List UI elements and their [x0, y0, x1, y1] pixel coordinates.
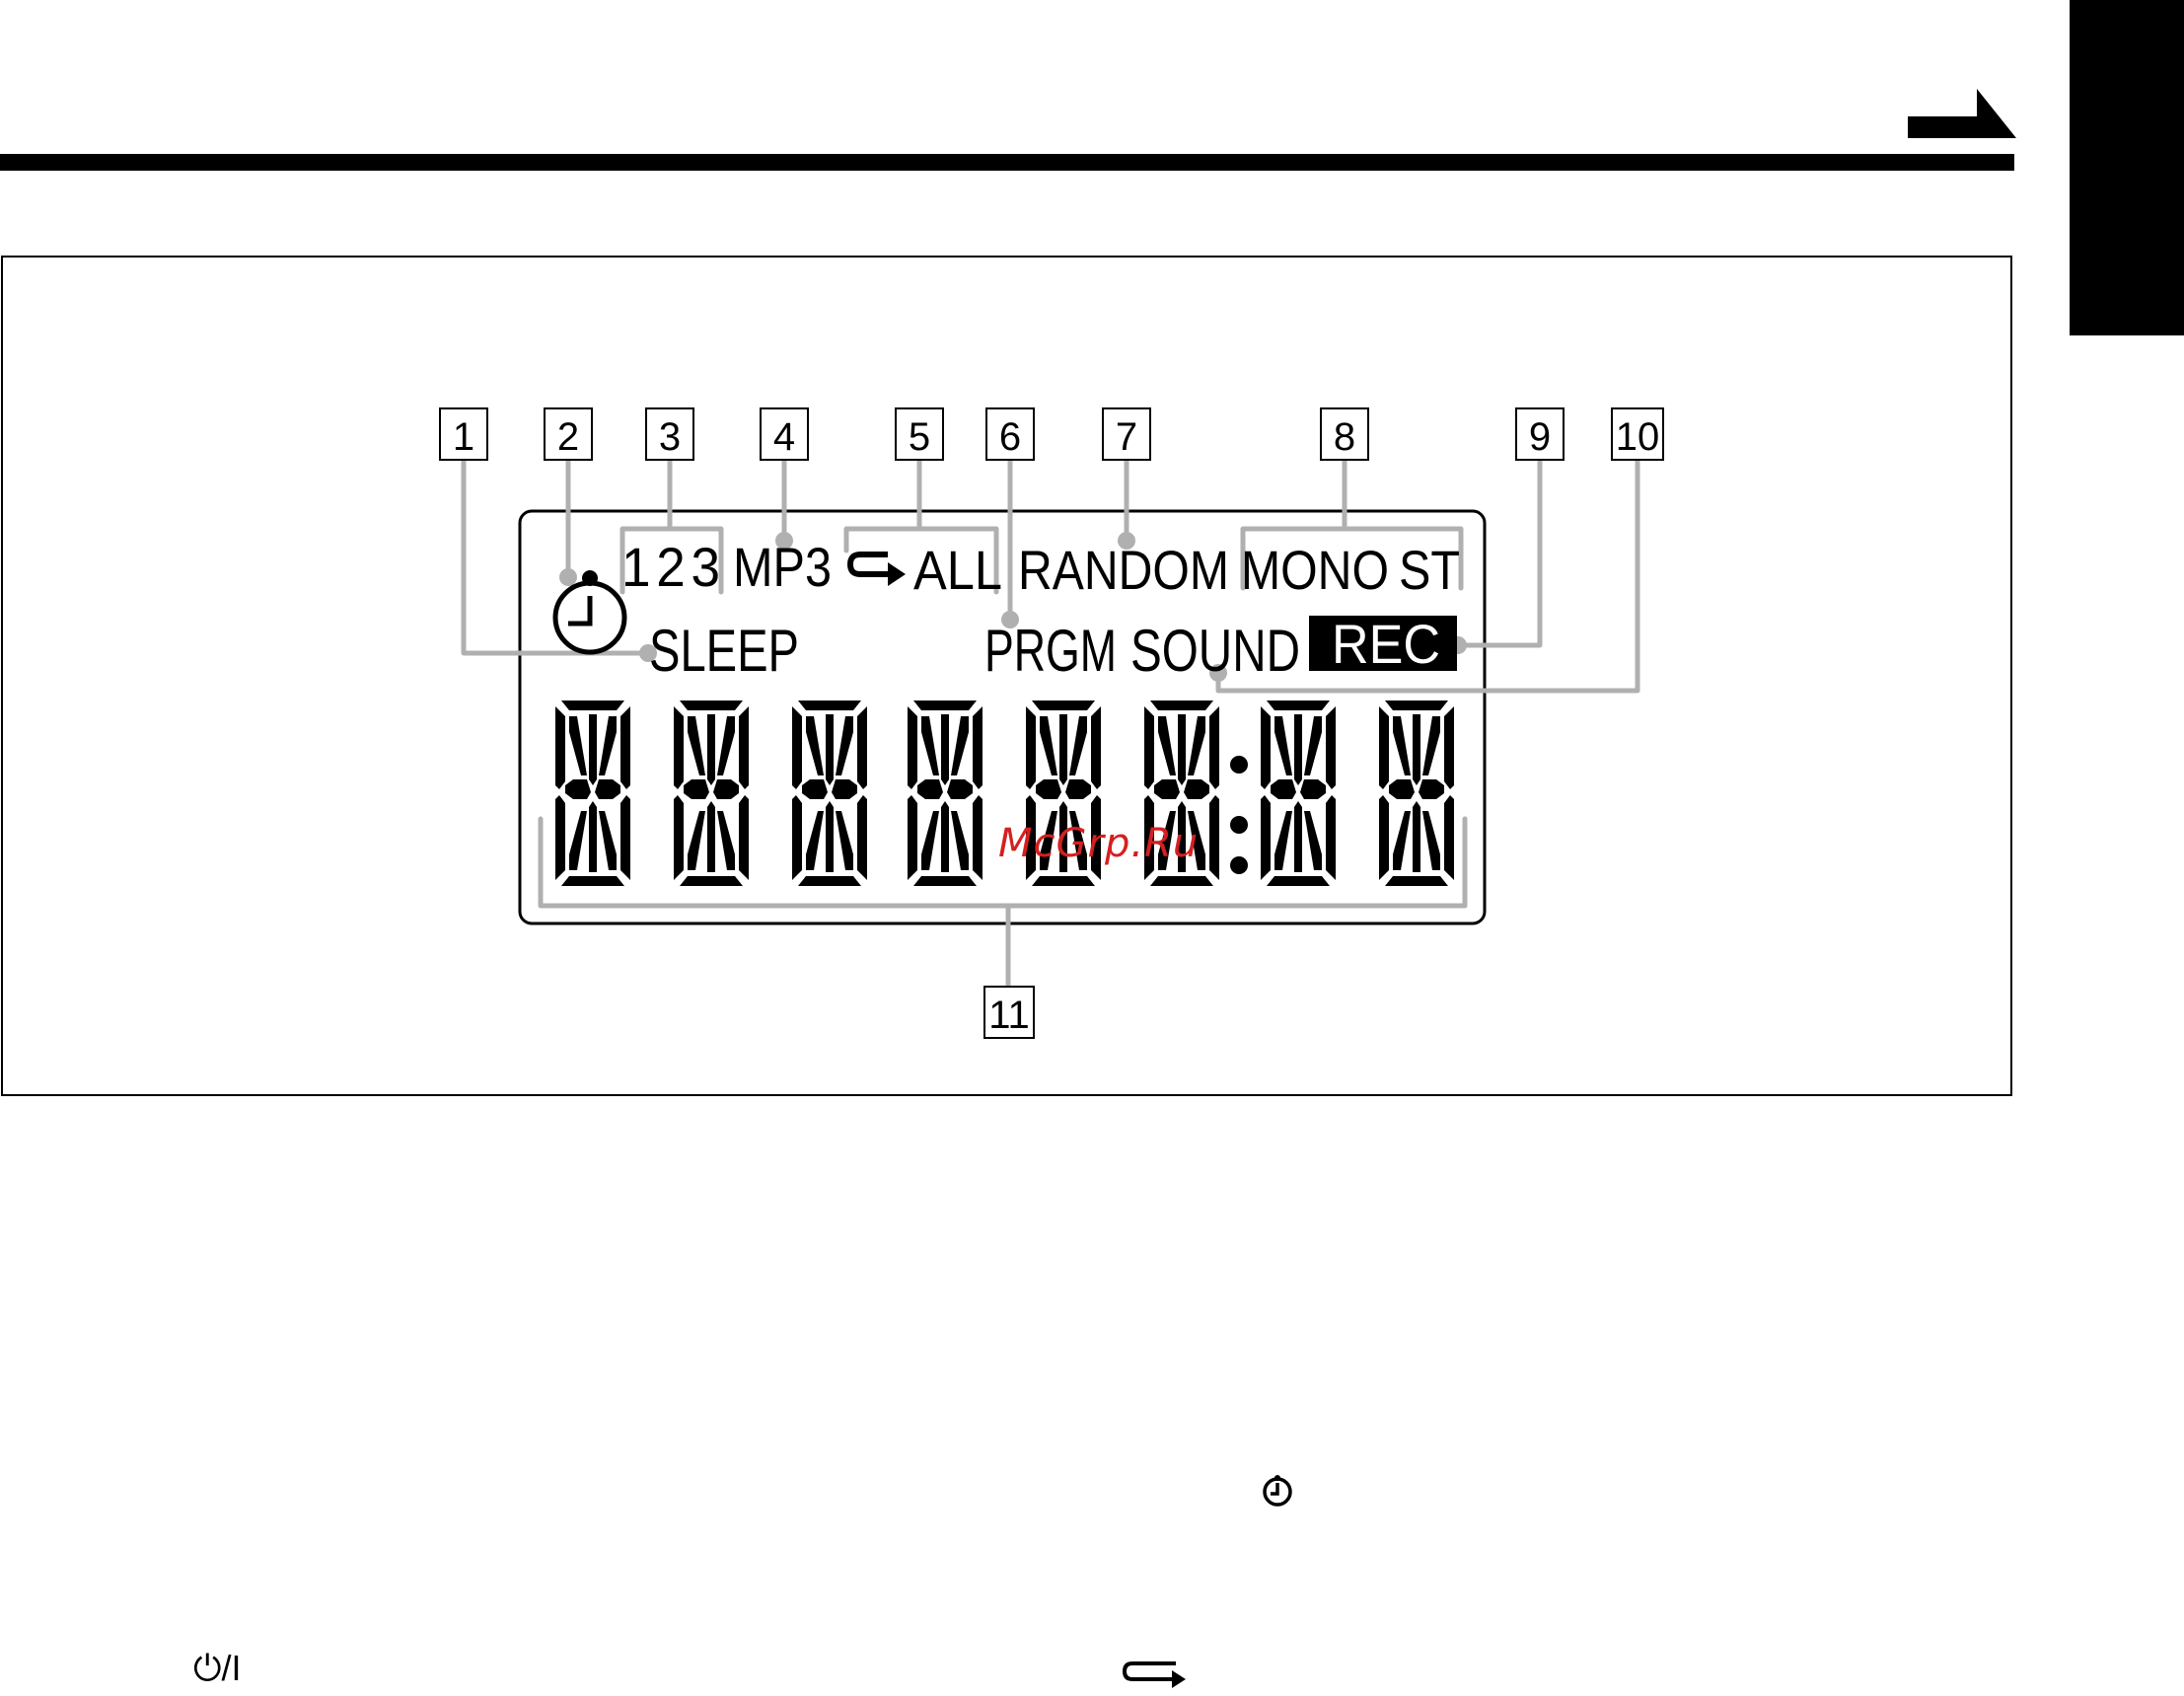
repeat-icon [850, 554, 890, 574]
sleep-indicator: SLEEP [649, 618, 799, 684]
segment-digit-7 [1261, 701, 1336, 886]
segment-digit-1 [555, 701, 630, 886]
disc-number-3: 3 [691, 536, 720, 598]
stereo-indicator: ST [1399, 539, 1460, 601]
watermark-text: McGrp.Ru [998, 821, 1199, 866]
callout-11: 11 [988, 994, 1030, 1037]
mp3-indicator: MP3 [733, 536, 832, 598]
disc-number-2: 2 [656, 536, 686, 598]
callout-3: 3 [659, 415, 681, 459]
timer-icon [555, 583, 624, 652]
callout-1: 1 [453, 415, 474, 459]
callout-9: 9 [1529, 415, 1551, 459]
mono-indicator: MONO [1241, 539, 1389, 601]
callout-10: 10 [1616, 415, 1660, 459]
svg-text:123: 123 [621, 536, 720, 598]
repeat-icon [1121, 1658, 1190, 1693]
repeat-all-indicator: ALL [913, 539, 1002, 601]
timer-icon [1259, 1470, 1298, 1510]
colon-dots [1230, 756, 1248, 874]
callout-6: 6 [999, 415, 1021, 459]
program-indicator: PRGM [984, 618, 1117, 684]
segment-digit-4 [908, 701, 983, 886]
segment-digit-8 [1379, 701, 1454, 886]
segment-digit-2 [674, 701, 749, 886]
callout-8: 8 [1334, 415, 1355, 459]
disc-number-1: 1 [621, 536, 651, 598]
callout-4: 4 [773, 415, 795, 459]
callout-5: 5 [909, 415, 930, 459]
power-icon: ⏻/I [193, 1648, 241, 1690]
segment-digit-3 [792, 701, 867, 886]
sound-indicator: SOUND [1130, 618, 1300, 684]
random-indicator: RANDOM [1018, 539, 1229, 601]
rec-indicator: REC [1332, 613, 1440, 675]
callout-2: 2 [557, 415, 579, 459]
callout-7: 7 [1116, 415, 1137, 459]
